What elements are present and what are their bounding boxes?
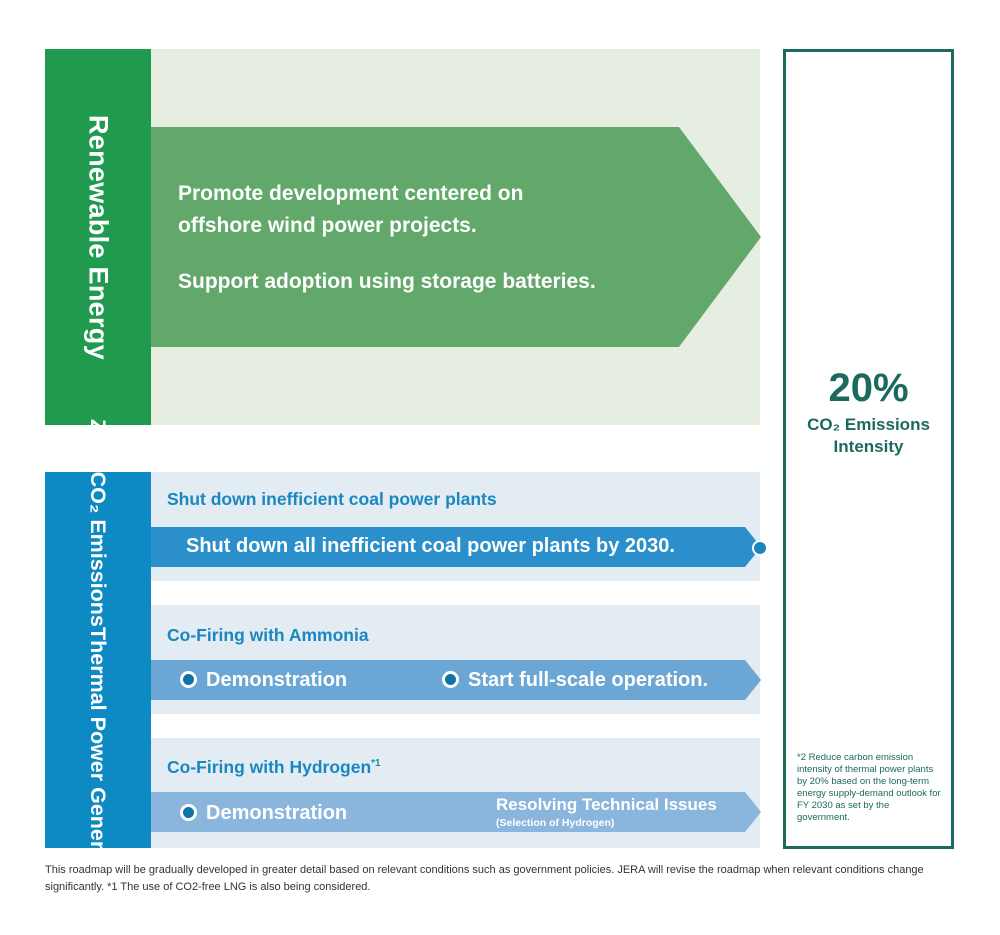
target-label: CO₂ Emissions Intensity [783, 414, 954, 458]
renewable-arrow [151, 127, 761, 347]
ammonia-title: Co-Firing with Ammonia [167, 625, 369, 645]
thermal-side-label-line-2: Thermal Power Generation [86, 627, 110, 901]
target-value: 20% [828, 366, 909, 410]
ammonia-full-scale-ring-icon [442, 671, 459, 688]
renewable-text-block: Promote development centered on offshore… [178, 178, 698, 298]
ammonia-full-scale-text: Start full-scale operation. [468, 669, 709, 691]
target-label-line-2: Intensity [833, 437, 904, 456]
renewable-line-1: Promote development centered on [178, 182, 524, 205]
target-box [783, 49, 954, 849]
hydrogen-band-arrow [151, 792, 761, 832]
hydrogen-title: Co-Firing with Hydrogen*1 [167, 757, 381, 778]
coal-band-arrow [151, 527, 761, 567]
coal-title: Shut down inefficient coal power plants [167, 489, 497, 509]
target-label-line-1: CO₂ Emissions [807, 415, 930, 434]
ammonia-demonstration-text: Demonstration [206, 669, 348, 691]
bottom-footnote: This roadmap will be gradually developed… [45, 864, 924, 893]
renewable-side-bar: Renewable Energy [45, 49, 151, 425]
hydrogen-title-text: Co-Firing with Hydrogen [167, 757, 372, 777]
renewable-side-label: Renewable Energy [83, 114, 114, 360]
thermal-side-label-line-1: Zero CO₂ Emissions [86, 419, 110, 628]
hydrogen-demonstration-ring-icon [180, 804, 197, 821]
hydrogen-issue-text: Resolving Technical Issues [496, 795, 717, 814]
hydrogen-issue-subtext: (Selection of Hydrogen) [496, 817, 615, 829]
thermal-side-label: Zero CO₂ Emissions Thermal Power Generat… [45, 419, 151, 901]
hydrogen-title-note: *1 [371, 758, 381, 770]
hydrogen-demonstration-text: Demonstration [206, 802, 348, 824]
target-footnote: *2 Reduce carbon emission intensity of t… [797, 752, 941, 823]
renewable-line-2: offshore wind power projects. [178, 214, 477, 237]
renewable-line-3: Support adoption using storage batteries… [178, 270, 596, 293]
coal-milestone-dot-icon [752, 540, 768, 556]
ammonia-demonstration-ring-icon [180, 671, 197, 688]
thermal-side-bar: Zero CO₂ Emissions Thermal Power Generat… [45, 419, 151, 901]
coal-band-text: Shut down all inefficient coal power pla… [186, 535, 675, 557]
